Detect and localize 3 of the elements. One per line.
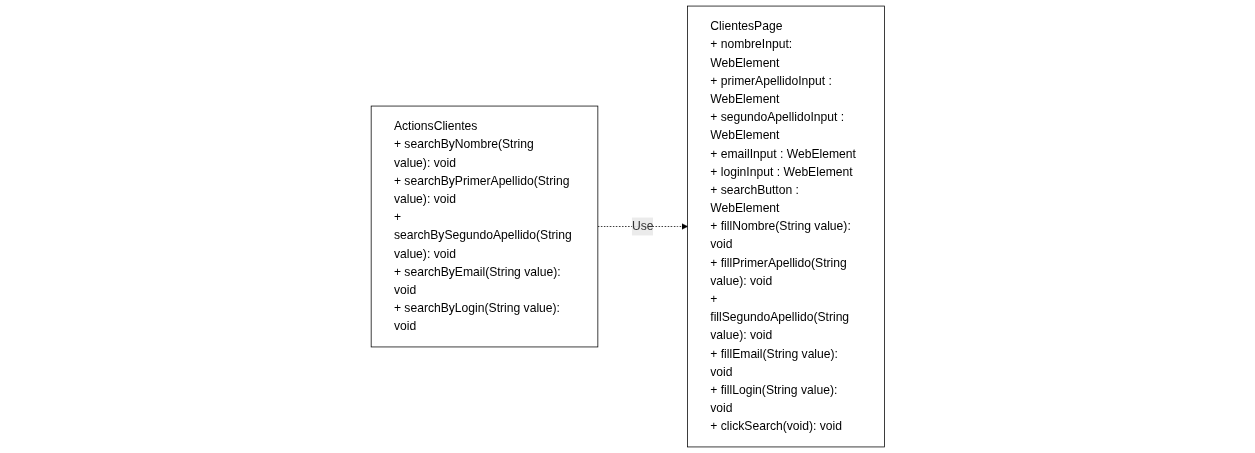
edge-label: Use [631, 219, 654, 233]
node-box: ClientesPage + nombreInput: WebElement + primerApellidoInput : WebElement + segundoApellidoInput : WebElement + emailInput : WebElement + loginInput : WebElement + searchButton : WebElement + fillNombre(String value): void + fillPrimerApellido(String value): void + fillSegundoApellido(String value): void + fillEmail(String value): void + fillLogin(String value): void + clickSearch(void): void [686, 5, 885, 448]
node-box: ActionsClientes + searchByNombre(String value): void + searchByPrimerApellido(String value): void + searchBySegundoApellido(String value): void + searchByEmail(String value): void + searchByLogin(String value): void [370, 105, 598, 348]
